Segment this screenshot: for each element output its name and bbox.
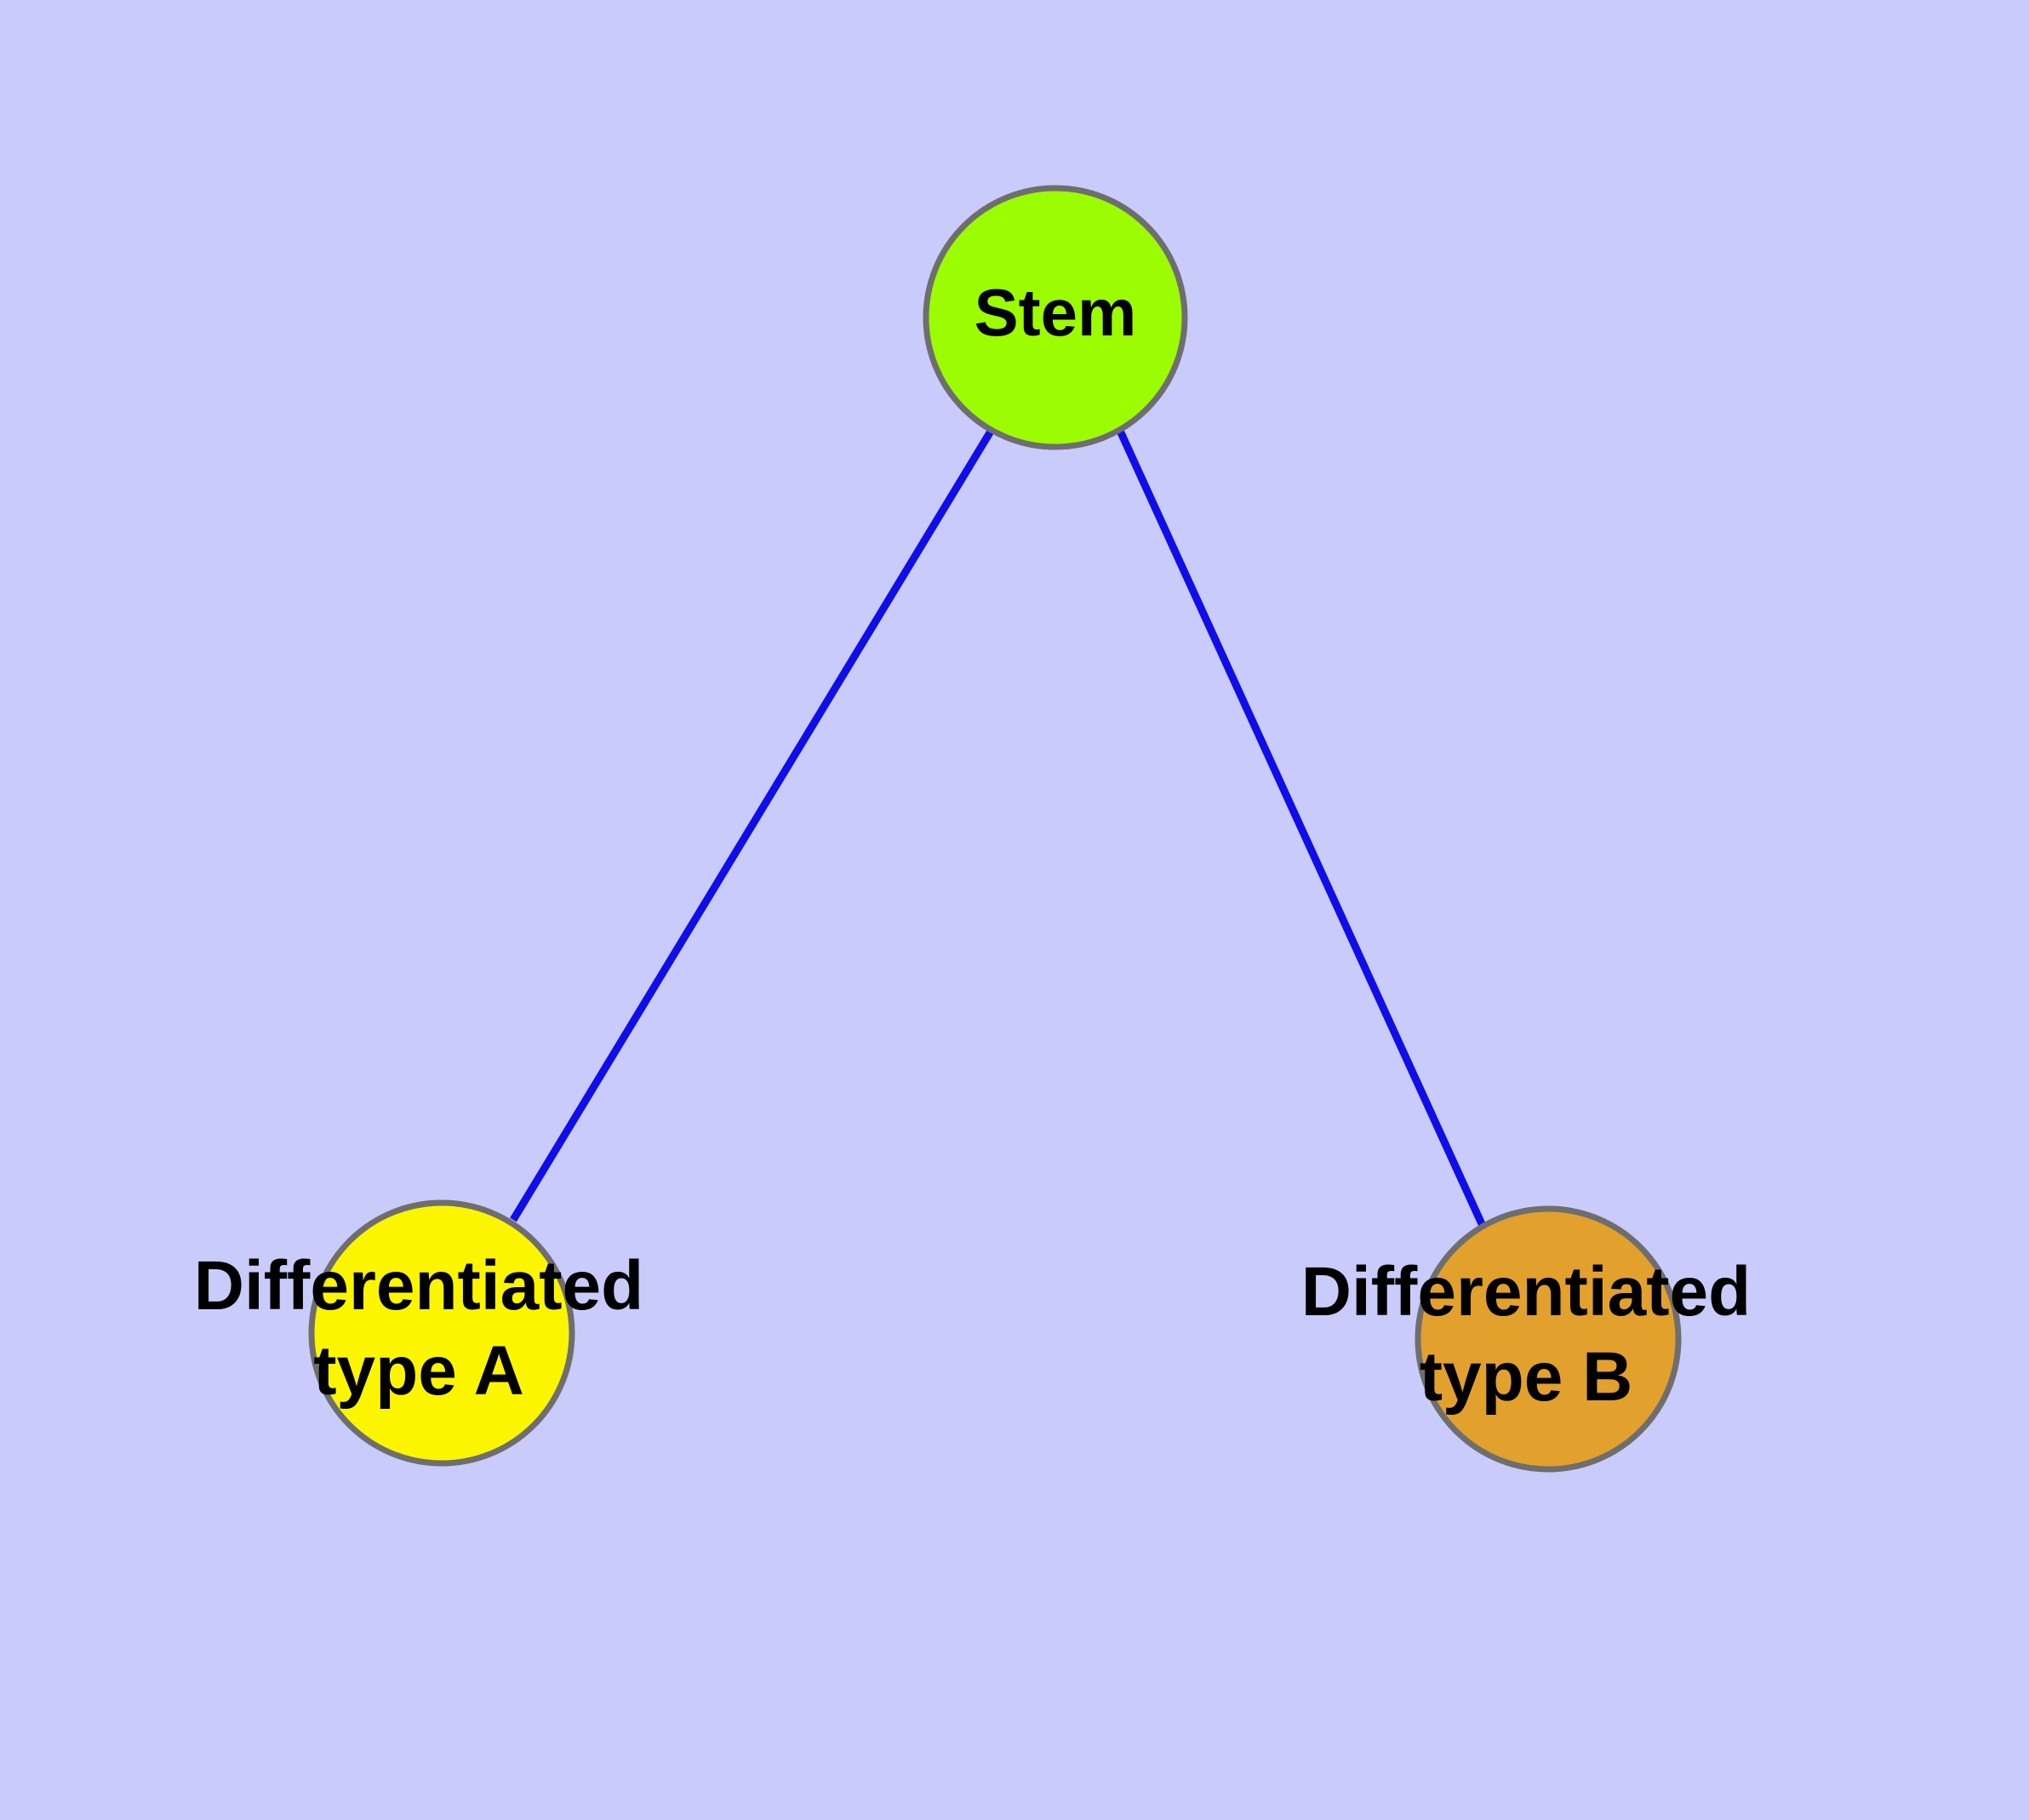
- node-diff-b[interactable]: [1415, 1205, 1682, 1473]
- node-stem-label: Stem: [974, 275, 1137, 350]
- node-layer: [308, 185, 1682, 1473]
- node-diff-b-circle[interactable]: [1415, 1205, 1682, 1473]
- node-stem-circle[interactable]: [923, 185, 1188, 450]
- edge-stem-to-diff-b[interactable]: [1116, 429, 1487, 1228]
- node-diff-a-circle[interactable]: [308, 1199, 575, 1467]
- node-diff-a[interactable]: [308, 1199, 575, 1467]
- edge-stem-to-diff-a[interactable]: [510, 427, 995, 1222]
- node-stem[interactable]: [923, 185, 1188, 450]
- edge-layer: [510, 427, 1487, 1228]
